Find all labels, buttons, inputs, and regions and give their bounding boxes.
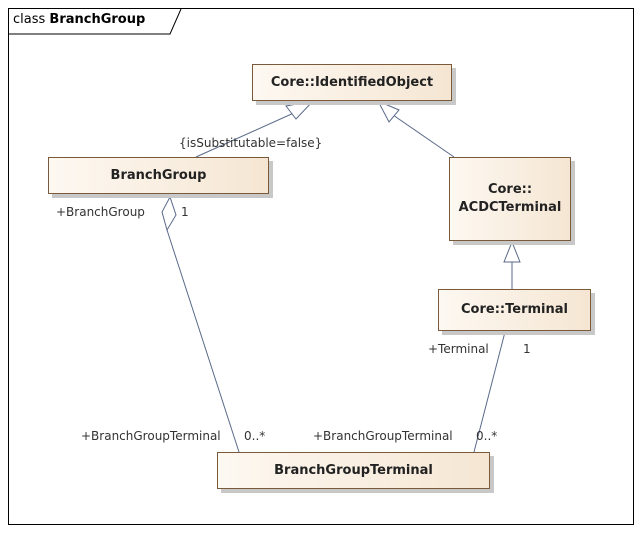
diagram-frame bbox=[8, 8, 634, 525]
generalization-line-branchgroup[interactable] bbox=[195, 111, 297, 158]
association-line-terminal[interactable] bbox=[473, 331, 506, 453]
class-name: Core::IdentifiedObject bbox=[270, 74, 434, 90]
class-name: Core::Terminal bbox=[461, 302, 568, 317]
class-terminal[interactable]: Core::Terminal bbox=[438, 289, 591, 331]
multiplicity-label-bgt-right: 0..* bbox=[476, 429, 498, 443]
multiplicity-label-branch-group: 1 bbox=[181, 205, 189, 219]
role-label-branch-group: +BranchGroup bbox=[56, 205, 145, 219]
multiplicity-label-bgt-left: 0..* bbox=[244, 429, 266, 443]
generalization-line-acdcterminal[interactable] bbox=[392, 114, 455, 158]
class-name-line1: Core:: bbox=[487, 182, 533, 197]
class-name: BranchGroup bbox=[110, 167, 207, 183]
aggregation-diamond bbox=[161, 195, 177, 232]
class-name: BranchGroupTerminal bbox=[274, 462, 433, 478]
frame-name: BranchGroup bbox=[49, 12, 146, 27]
generalization-arrow-terminal bbox=[503, 240, 521, 263]
class-branch-group-terminal[interactable]: BranchGroupTerminal bbox=[217, 452, 490, 489]
role-label-bgt-right: +BranchGroupTerminal bbox=[313, 429, 453, 443]
class-branch-group[interactable]: BranchGroup bbox=[48, 157, 269, 194]
constraint-label: {isSubstitutable=false} bbox=[179, 136, 323, 150]
generalization-arrow-acdcterminal bbox=[376, 99, 400, 123]
frame-keyword: class bbox=[13, 12, 46, 27]
association-line-branchgroup[interactable] bbox=[166, 229, 240, 453]
class-name-line2: ACDCTerminal bbox=[458, 200, 562, 215]
multiplicity-label-terminal: 1 bbox=[523, 342, 531, 356]
class-acdc-terminal[interactable]: Core:: ACDCTerminal bbox=[449, 157, 571, 241]
role-label-terminal: +Terminal bbox=[428, 342, 489, 356]
role-label-bgt-left: +BranchGroupTerminal bbox=[81, 429, 221, 443]
frame-title: class BranchGroup bbox=[13, 12, 145, 28]
class-identified-object[interactable]: Core::IdentifiedObject bbox=[252, 64, 452, 101]
